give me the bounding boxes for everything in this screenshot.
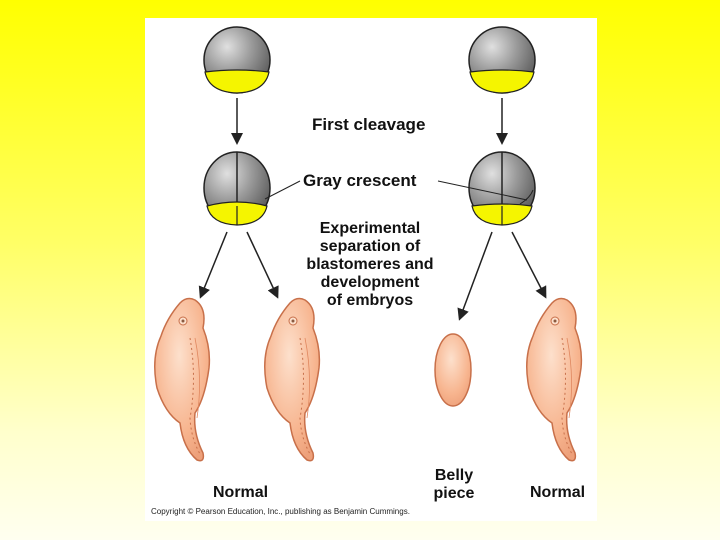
embryo-icon — [526, 297, 583, 462]
experimental-separation-label: Experimental separation of blastomeres a… — [295, 220, 445, 310]
gray-crescent-label: Gray crescent — [303, 171, 417, 190]
experimental-line: separation of — [319, 238, 421, 255]
normal-right-label: Normal — [530, 484, 586, 501]
arrow-down-icon — [198, 231, 228, 299]
first-cleavage-label: First cleavage — [312, 115, 426, 134]
embryo-icon — [264, 297, 321, 462]
egg-icon — [203, 151, 271, 226]
experimental-line: development — [320, 274, 420, 291]
egg-icon — [468, 151, 536, 226]
arrow-down-icon — [511, 231, 547, 299]
experimental-line: blastomeres and — [306, 256, 434, 273]
belly-piece-icon — [434, 333, 472, 407]
arrow-down-icon — [457, 231, 493, 321]
embryo-icon — [154, 297, 211, 462]
belly-line: piece — [433, 485, 475, 502]
normal-left-label: Normal — [213, 484, 269, 501]
arrow-down-icon — [246, 231, 279, 299]
diagram-panel: First cleavage Gray crescent Experimenta… — [145, 18, 597, 521]
egg-icon — [203, 26, 271, 94]
copyright-text: Copyright © Pearson Education, Inc., pub… — [151, 507, 410, 516]
diagram-graphic — [154, 26, 583, 462]
belly-piece-label: Belly piece — [423, 467, 485, 503]
egg-icon — [468, 26, 536, 94]
experimental-line: of embryos — [326, 292, 414, 309]
belly-line: Belly — [434, 467, 474, 484]
experimental-line: Experimental — [319, 220, 421, 237]
